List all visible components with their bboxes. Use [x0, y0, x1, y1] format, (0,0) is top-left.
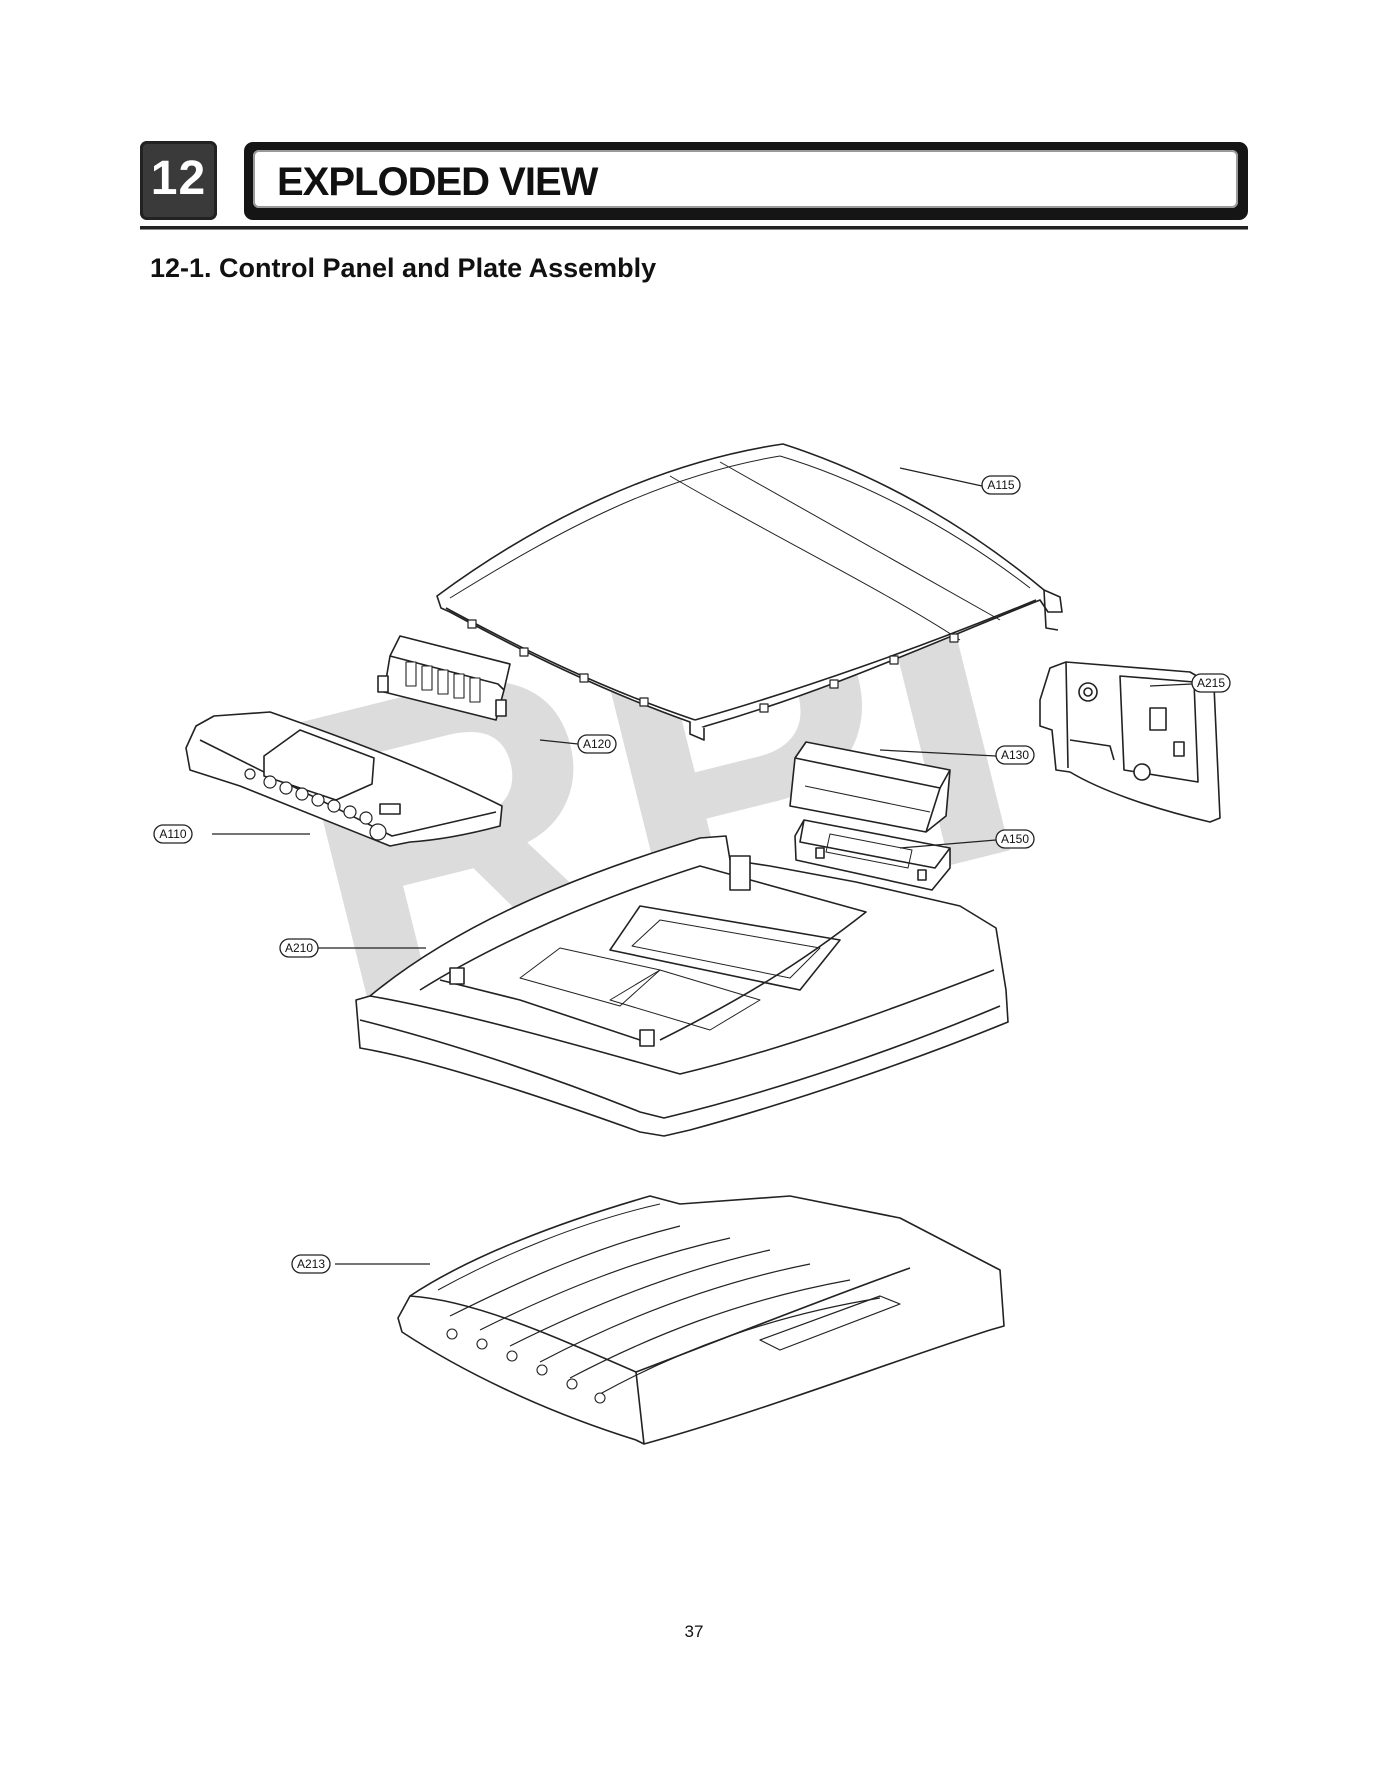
top-cover-part [436, 443, 1063, 741]
base-plate-part [397, 1195, 1005, 1445]
title-divider [140, 226, 1248, 230]
main-plate-part [355, 835, 1009, 1137]
pcb-assembly-part [377, 635, 511, 721]
control-module-box-part [789, 741, 951, 833]
label-a115: A115 [987, 478, 1014, 492]
chapter-number: 12 [150, 152, 207, 205]
module-tray-part [794, 819, 951, 891]
label-a215: A215 [1197, 676, 1225, 690]
chapter-number-badge: 12 [140, 141, 217, 220]
callout-a130: A130 [995, 745, 1035, 765]
callout-a150: A150 [995, 829, 1035, 849]
chapter-title: EXPLODED VIEW [277, 160, 598, 204]
label-a213: A213 [297, 1257, 325, 1271]
control-panel-part [185, 711, 503, 847]
label-a210: A210 [285, 941, 313, 955]
callout-a115: A115 [981, 475, 1021, 495]
label-a110: A110 [159, 827, 186, 841]
callout-a210: A210 [279, 938, 319, 958]
callout-a120: A120 [577, 734, 617, 754]
callout-a215: A215 [1191, 673, 1231, 693]
label-a150: A150 [1001, 832, 1029, 846]
right-bracket-part [1039, 661, 1221, 823]
page-number: 37 [684, 1622, 704, 1641]
section-title: 12-1. Control Panel and Plate Assembly [150, 253, 657, 283]
label-a120: A120 [583, 737, 611, 751]
callout-a110: A110 [153, 824, 193, 844]
callout-a213: A213 [291, 1254, 331, 1274]
chapter-title-frame: EXPLODED VIEW [244, 142, 1248, 220]
label-a130: A130 [1001, 748, 1029, 762]
